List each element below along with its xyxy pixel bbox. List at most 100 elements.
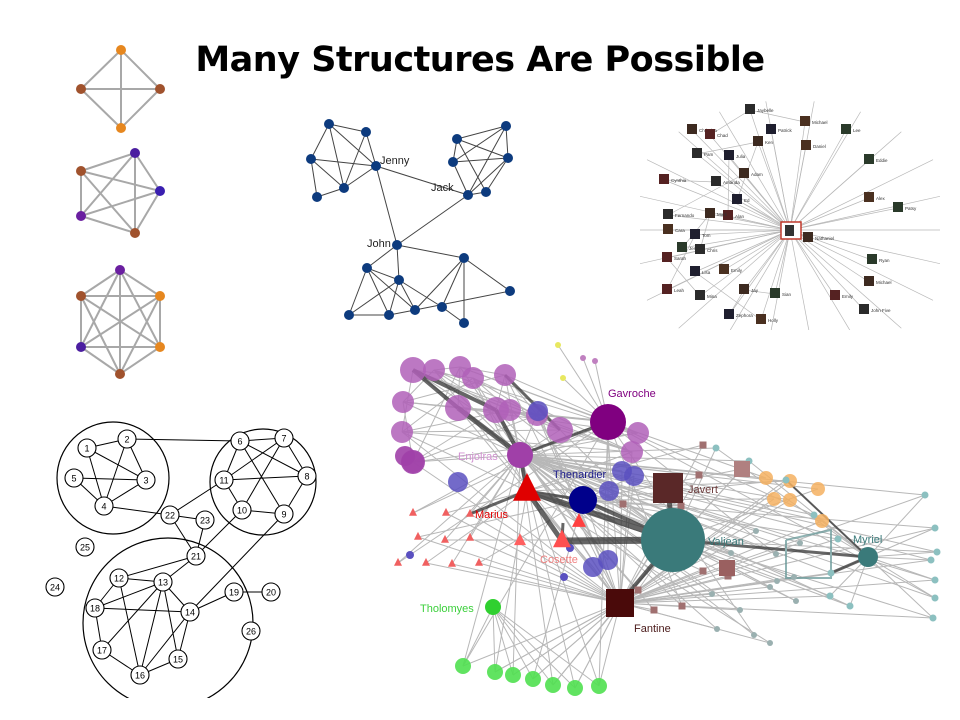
numbered-node-label: 16 — [135, 671, 145, 681]
les-mis-node — [773, 551, 779, 557]
jack-label: Jack — [431, 182, 454, 194]
les-mis-node — [442, 507, 450, 516]
jenny-node — [384, 310, 394, 320]
les-mis-node — [598, 550, 618, 570]
photo-node-label: Alex — [876, 196, 886, 201]
k4-graph — [80, 49, 161, 129]
photo-node-label: Cara — [675, 228, 685, 233]
photo-node-label: Patrick — [778, 128, 793, 133]
les-mis-node — [699, 441, 707, 449]
les-mis-node — [514, 533, 526, 546]
k5-node — [76, 211, 86, 221]
les-mis-node — [826, 592, 834, 600]
complete-graphs-panel — [76, 45, 165, 379]
les-mis-node — [834, 535, 842, 543]
photo-node-label: Michael — [876, 280, 892, 285]
numbered-node: 16 — [130, 665, 150, 685]
photo-node-label: Sian — [782, 292, 792, 297]
photo-node-label: Cynthia — [671, 178, 687, 183]
les-mis-node — [767, 640, 773, 646]
photo-node: Alan — [723, 210, 745, 220]
les-mis-labels: Gavroche Enjolras Thenardier Javert Mari… — [420, 388, 882, 635]
numbered-node-label: 4 — [101, 502, 106, 512]
les-mis-node — [627, 422, 649, 444]
les-mis-node — [409, 507, 417, 516]
numbered-node: 15 — [168, 649, 188, 669]
les-mis-node — [580, 355, 586, 361]
slide-title: Many Structures Are Possible — [195, 40, 765, 80]
photo-node: Mina — [695, 290, 717, 300]
les-mis-node — [767, 584, 773, 590]
les-mis-node — [858, 547, 878, 567]
les-mis-node — [445, 395, 471, 421]
cosette-label: Cosette — [540, 554, 578, 566]
les-mis-node — [619, 500, 627, 508]
photo-node: Cara — [663, 224, 685, 234]
les-mis-node — [695, 471, 703, 479]
numbered-node-label: 9 — [281, 510, 286, 520]
photo-node: Adam — [739, 168, 763, 178]
photo-node-label: Emily — [731, 268, 743, 273]
les-mis-node — [621, 441, 643, 463]
enjolras-label: Enjolras — [458, 451, 498, 463]
numbered-node: 26 — [241, 621, 261, 641]
les-mis-node — [933, 548, 941, 556]
photo-node: Sian — [770, 288, 792, 298]
les-mis-node — [929, 614, 937, 622]
numbered-node: 13 — [153, 572, 173, 592]
numbered-node: 4 — [94, 496, 114, 516]
jenny-node — [312, 192, 322, 202]
photo-node-label: Leah — [674, 288, 685, 293]
myriel-label: Myriel — [853, 534, 882, 546]
k5-node — [76, 166, 86, 176]
les-mis-node — [494, 364, 516, 386]
les-mis-node — [791, 574, 797, 580]
jenny-node — [344, 310, 354, 320]
photo-node-label: Nathaniel — [815, 236, 834, 241]
photo-node: Patsy — [893, 202, 917, 212]
les-mis-node — [545, 677, 561, 693]
jenny-node — [459, 318, 469, 328]
numbered-node-label: 19 — [229, 588, 239, 598]
photo-node: Nathaniel — [803, 232, 834, 242]
photo-node-label: Lee — [853, 128, 861, 133]
les-mis-node — [560, 573, 568, 581]
k6-node — [76, 291, 86, 301]
photo-network-nodes: JaybelleChristinaPatrickMichaelLeeChadPa… — [659, 104, 917, 324]
les-mis-node — [567, 680, 583, 696]
photo-node-label: Jaybelle — [757, 108, 774, 113]
photo-node: Jess — [677, 242, 699, 252]
numbered-node-label: 18 — [90, 604, 100, 614]
photo-node: Patrick — [766, 124, 793, 134]
hub-photo — [785, 225, 794, 236]
jenny-node — [362, 263, 372, 273]
photo-network-background — [640, 100, 940, 330]
numbered-node: 18 — [85, 598, 105, 618]
numbered-node-label: 1 — [84, 444, 89, 454]
cluster-circle-bottom — [82, 537, 254, 698]
les-mis-network-panel: Gavroche Enjolras Thenardier Javert Mari… — [391, 342, 941, 696]
les-mis-node — [583, 557, 603, 577]
les-mis-node — [931, 576, 939, 584]
thenardier-label: Thenardier — [553, 469, 607, 481]
k4-node — [155, 84, 165, 94]
les-mis-node — [505, 667, 521, 683]
photo-social-network-panel: JaybelleChristinaPatrickMichaelLeeChadPa… — [640, 100, 940, 330]
les-mis-node — [528, 401, 548, 421]
les-mis-node — [719, 560, 735, 576]
les-mis-node — [569, 486, 597, 514]
k4-node — [116, 123, 126, 133]
les-mis-node — [606, 589, 634, 617]
numbered-node-label: 20 — [266, 588, 276, 598]
numbered-node: 3 — [136, 470, 156, 490]
les-mis-node — [728, 550, 734, 556]
jenny-node — [339, 183, 349, 193]
photo-node-label: Chris — [707, 248, 718, 253]
photo-node: Cynthia — [659, 174, 687, 184]
numbered-node: 5 — [64, 468, 84, 488]
numbered-node-label: 12 — [114, 574, 124, 584]
k6-node — [115, 369, 125, 379]
photo-node-label: Fernando — [675, 213, 695, 218]
photo-network-hub — [780, 221, 802, 240]
photo-node: Chris — [695, 244, 718, 254]
